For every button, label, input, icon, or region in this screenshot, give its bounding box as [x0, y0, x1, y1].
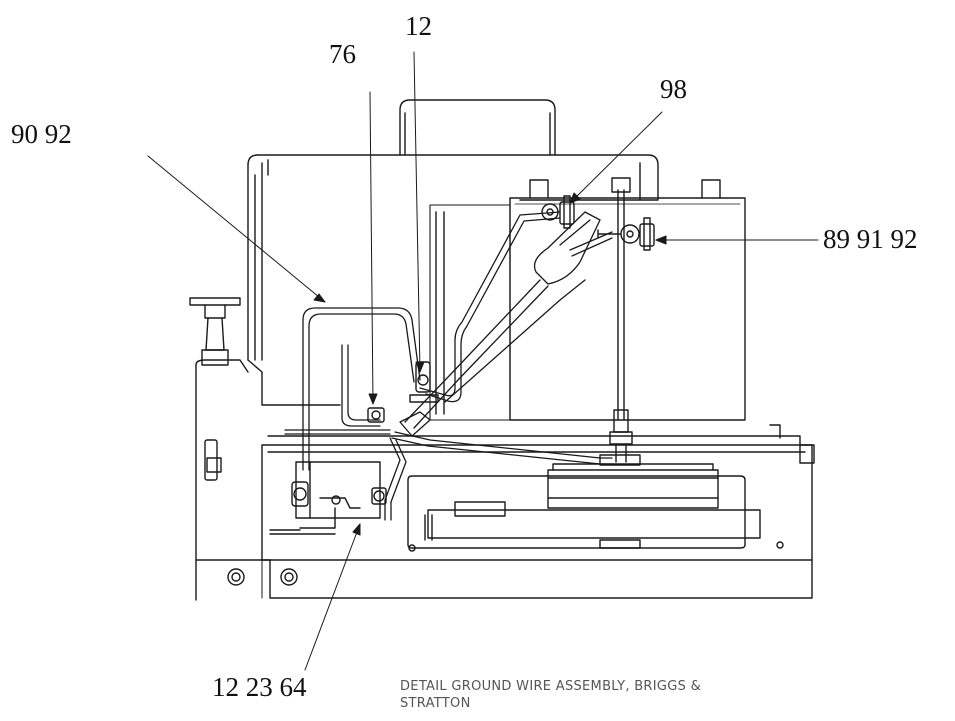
fuel-tank [189, 297, 271, 601]
callout-98: 98 [660, 74, 687, 104]
terminals [367, 195, 655, 423]
main-frame [227, 424, 815, 599]
callout-76: 76 [329, 39, 356, 69]
callout-90-92: 90 92 [11, 119, 72, 149]
callout-89-91-92: 89 91 92 [823, 224, 918, 254]
battery-cable [399, 211, 613, 437]
callout-12-23-64: 12 23 64 [212, 672, 307, 702]
callout-12-top: 12 [405, 11, 432, 41]
leader-lines [147, 51, 819, 671]
battery-box [509, 179, 746, 421]
detail-caption: DETAIL GROUND WIRE ASSEMBLY, BRIGGS & ST… [400, 679, 702, 711]
pulley-belt [407, 454, 784, 552]
starter-assembly [269, 461, 387, 535]
threaded-rod [609, 177, 633, 463]
ground-wire [284, 211, 613, 521]
